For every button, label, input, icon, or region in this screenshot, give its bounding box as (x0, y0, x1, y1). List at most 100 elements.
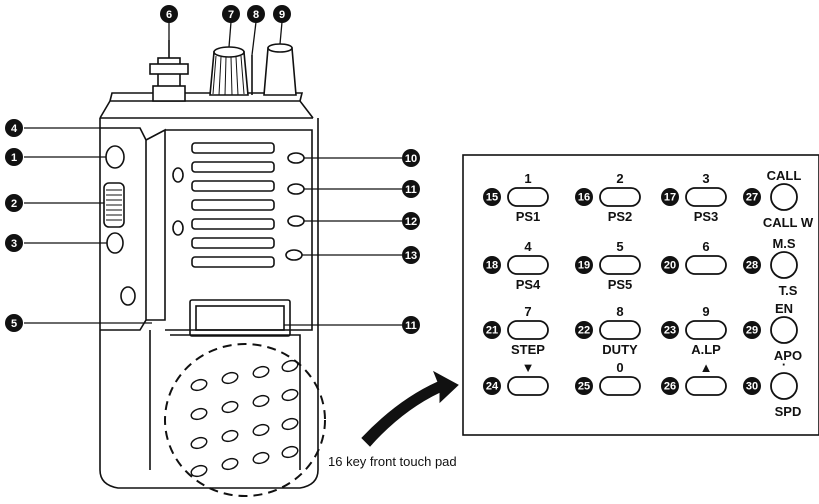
key-button-shape (770, 183, 798, 211)
keypad-key-30: 30 · SPD (743, 357, 801, 419)
key-number-label: 28 (746, 260, 758, 272)
key-top-label: 8 (616, 304, 623, 319)
keypad-key-28: 28 M.S T.S (743, 236, 798, 298)
callout-11-lower: 11 (405, 320, 417, 332)
key-bottom-label: T.S (779, 283, 798, 298)
key-number-label: 16 (578, 192, 590, 204)
squelch-knob (251, 43, 297, 96)
key-number-bullet (575, 256, 593, 274)
callout-12: 12 (405, 216, 417, 228)
key-button-shape (685, 187, 727, 207)
key-number-label: 25 (578, 381, 590, 393)
key-top-label: EN (775, 301, 793, 316)
key-button-shape (507, 376, 549, 396)
callout-7: 7 (228, 9, 234, 21)
key-number-label: 30 (746, 381, 758, 393)
key-number-bullet (743, 256, 761, 274)
key-number-bullet (575, 188, 593, 206)
key-bottom-label: PS2 (608, 209, 633, 224)
keypad-caption: 16 key front touch pad (328, 454, 457, 469)
key-button-shape (685, 376, 727, 396)
callout-13: 13 (405, 250, 417, 262)
magnify-arrow (361, 370, 459, 447)
key-number-bullet (483, 256, 501, 274)
key-button-shape (685, 255, 727, 275)
key-button-shape (770, 316, 798, 344)
key-number-bullet (743, 188, 761, 206)
callout-3: 3 (11, 238, 17, 250)
key-bottom-label: SPD (775, 404, 802, 419)
callout-10: 10 (405, 153, 417, 165)
key-bottom-label: A.LP (691, 342, 721, 357)
key-button-shape (599, 255, 641, 275)
key-number-label: 19 (578, 260, 590, 272)
key-number-bullet (575, 321, 593, 339)
speaker-grille (191, 142, 275, 268)
key-number-bullet (661, 321, 679, 339)
key-button-shape (599, 376, 641, 396)
key-number-bullet (483, 321, 501, 339)
key-bottom-label: STEP (511, 342, 545, 357)
callout-1: 1 (11, 152, 17, 164)
keypad-key-20: 206 (661, 239, 727, 275)
callout-5: 5 (11, 318, 17, 330)
callout-11-upper: 11 (405, 184, 417, 196)
keypad-highlight-circle (164, 343, 326, 497)
key-bottom-label: CALL W (763, 215, 814, 230)
key-number-label: 29 (746, 325, 758, 337)
key-button-shape (770, 251, 798, 279)
key-number-bullet (661, 256, 679, 274)
key-button-shape (507, 187, 549, 207)
key-button-shape (770, 372, 798, 400)
key-top-label: 2 (616, 171, 623, 186)
key-number-bullet (743, 321, 761, 339)
key-top-label: · (782, 357, 786, 372)
key-number-bullet (661, 377, 679, 395)
key-number-label: 24 (486, 381, 499, 393)
key-button-shape (507, 320, 549, 340)
callout-9: 9 (279, 9, 285, 21)
key-number-label: 20 (664, 260, 676, 272)
keypad-key-24: 24 ▼ (483, 360, 549, 396)
key-top-label: 9 (702, 304, 709, 319)
key-number-label: 27 (746, 192, 758, 204)
radio-body (99, 92, 319, 489)
key-number-bullet (743, 377, 761, 395)
key-number-bullet (483, 188, 501, 206)
key-top-label: M.S (772, 236, 795, 251)
key-number-label: 18 (486, 260, 498, 272)
key-bottom-label: PS4 (516, 277, 541, 292)
key-top-label: 5 (616, 239, 623, 254)
key-top-label: 4 (524, 239, 532, 254)
front-touch-pad (190, 359, 299, 478)
callout-numbers: 4 1 2 3 5 6 7 8 9 10 11 12 13 11 (11, 9, 417, 332)
key-bottom-label: PS1 (516, 209, 541, 224)
key-bottom-label: PS5 (608, 277, 633, 292)
key-top-label: ▼ (522, 360, 535, 375)
key-top-label: 0 (616, 360, 623, 375)
keypad-key-26: 26▲ (661, 360, 727, 396)
key-number-label: 21 (486, 325, 498, 337)
key-top-label: 3 (702, 171, 709, 186)
key-number-label: 15 (486, 192, 498, 204)
callout-2: 2 (11, 198, 17, 210)
key-bottom-label: PS3 (694, 209, 719, 224)
key-button-shape (507, 255, 549, 275)
key-top-label: 1 (524, 171, 531, 186)
callout-4: 4 (11, 123, 18, 135)
key-number-label: 17 (664, 192, 676, 204)
volume-knob (209, 46, 249, 96)
side-controls (103, 145, 184, 306)
antenna-connector (149, 40, 189, 102)
